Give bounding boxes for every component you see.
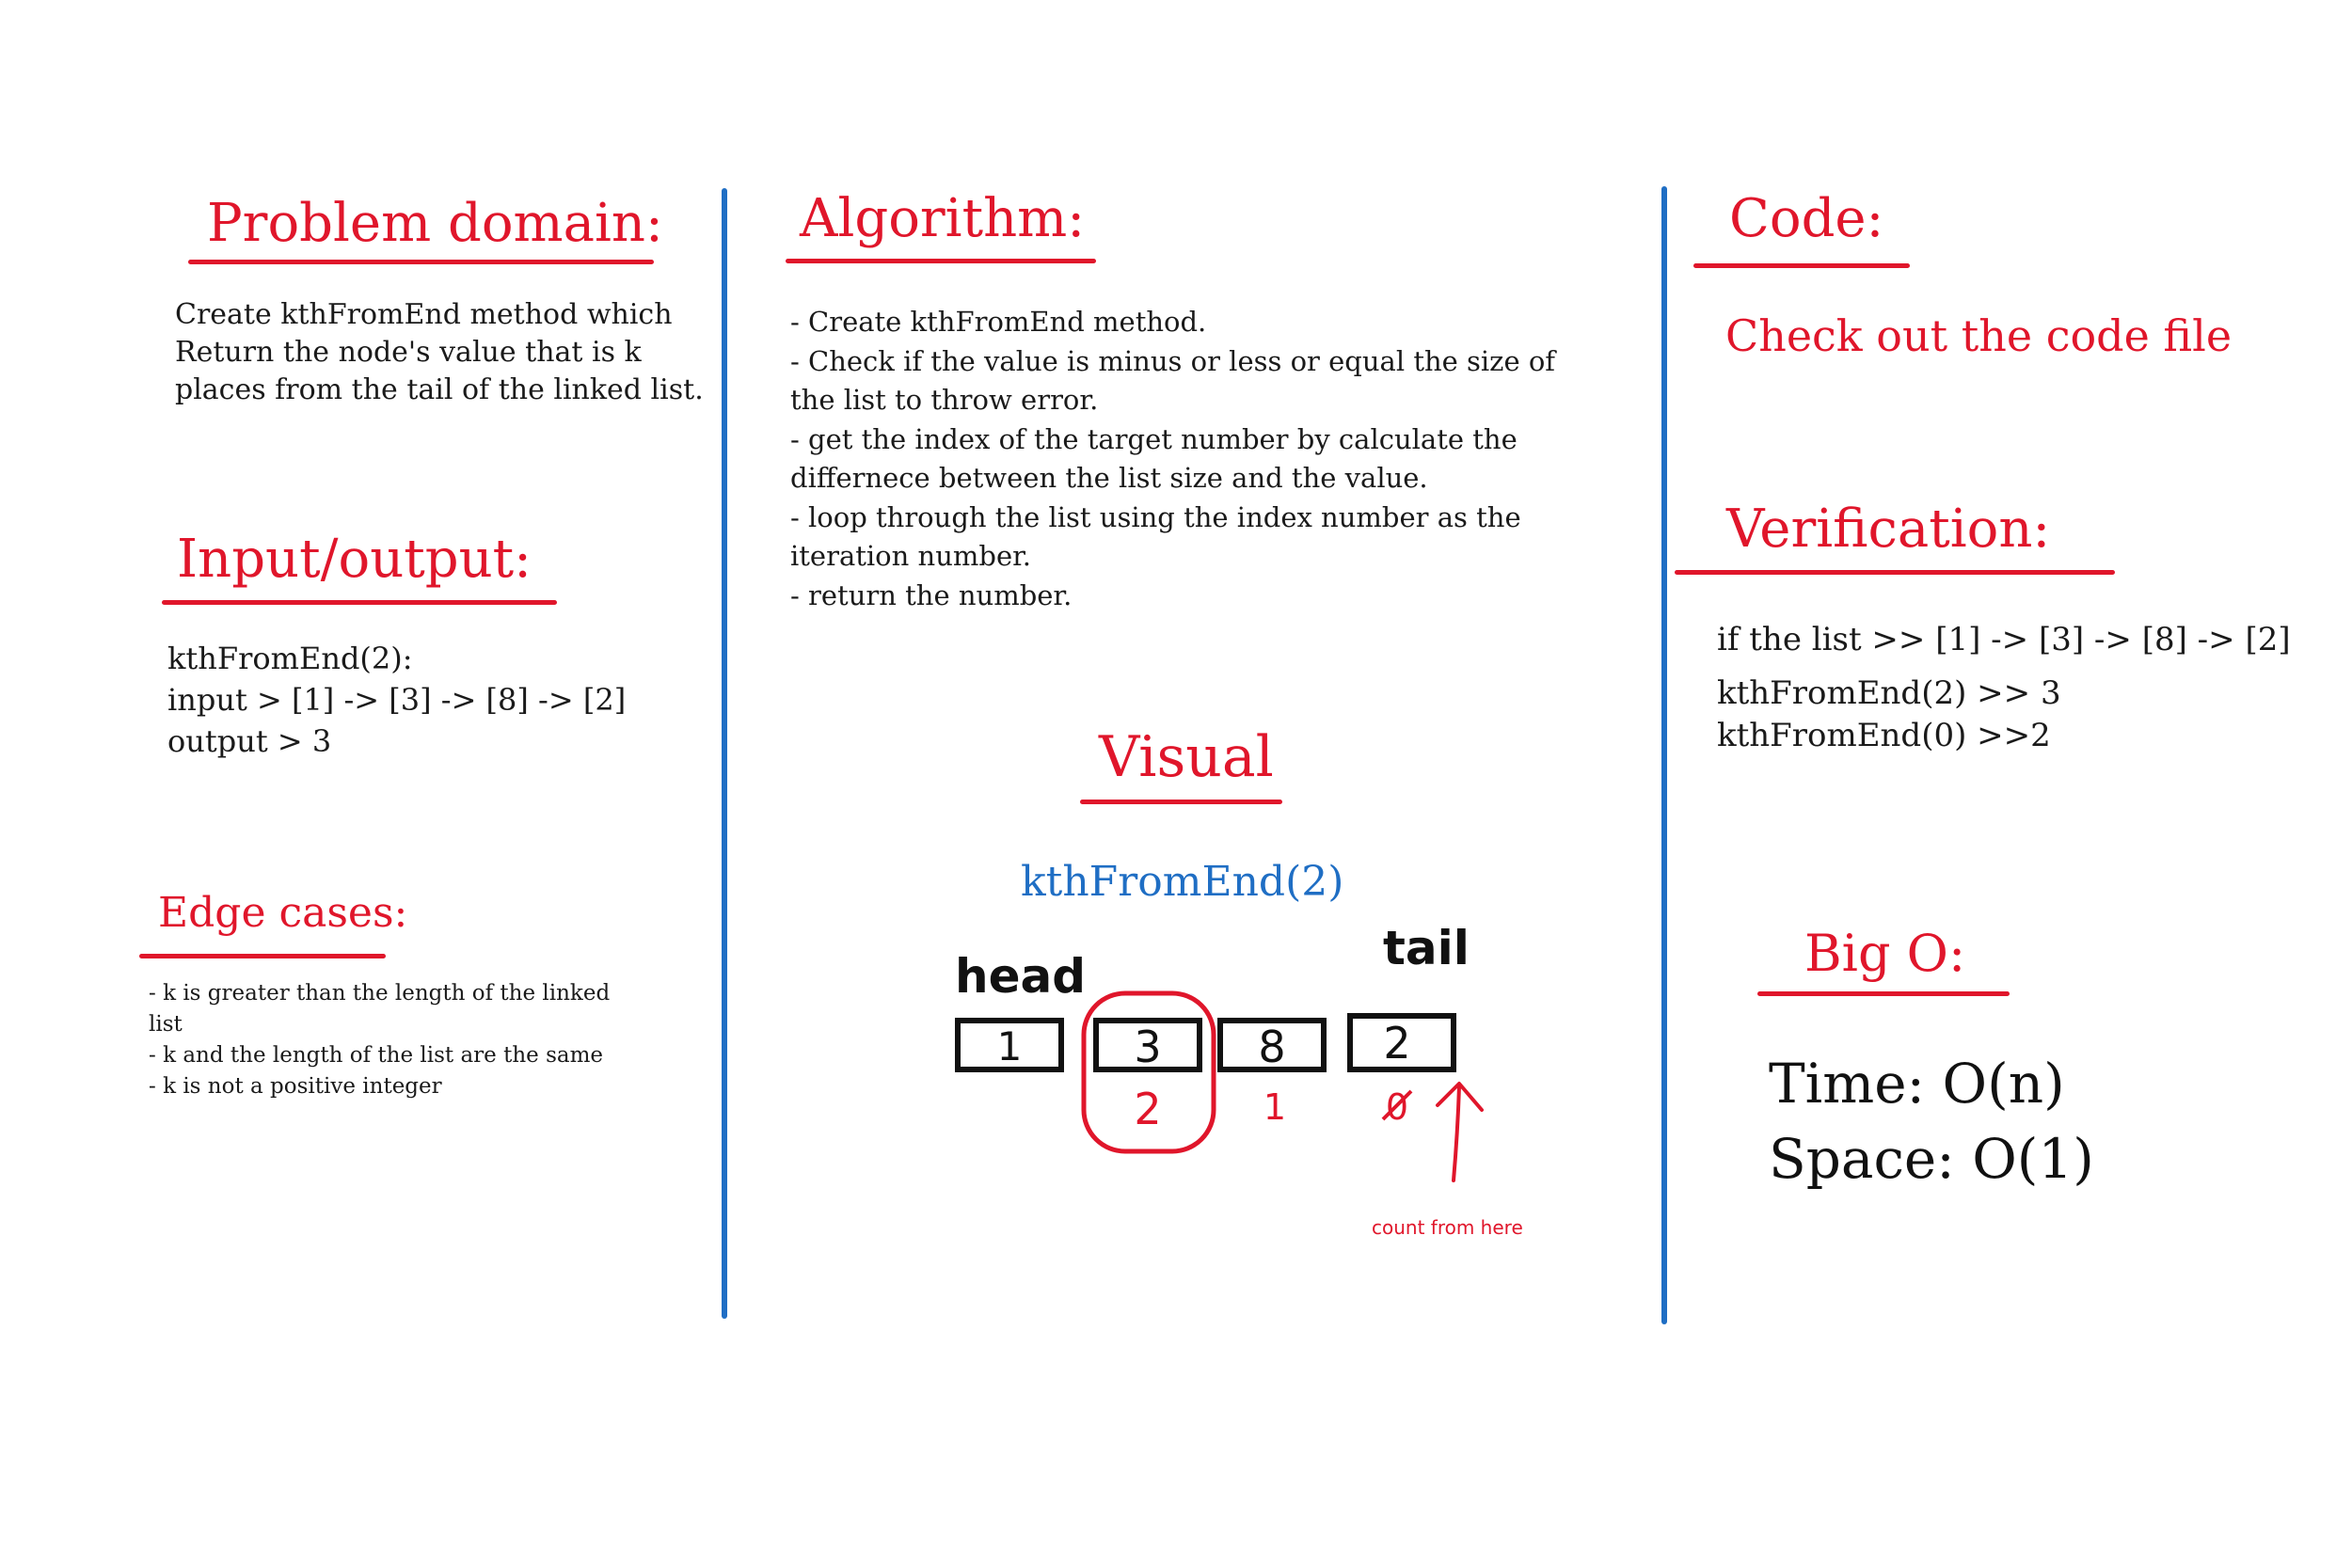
problem-domain-underline	[188, 260, 654, 264]
edge-cases-underline	[139, 954, 386, 958]
node-value-1: 1	[997, 1023, 1023, 1069]
target-highlight-circle	[1081, 990, 1216, 1154]
zero-slash	[1381, 1089, 1413, 1121]
head-label: head	[955, 949, 1086, 1004]
code-note: Check out the code file	[1725, 310, 2233, 361]
input-output-heading: Input/output:	[177, 529, 532, 590]
linked-list-diagram: head tail 1 3 8 2 2 1 0 count from here	[955, 922, 1523, 1239]
edge-cases-text: - k is greater than the length of the li…	[149, 978, 610, 1102]
node-box-2	[1093, 1018, 1202, 1072]
up-arrow-icon	[1436, 1082, 1484, 1182]
problem-domain-text: Create kthFromEnd method which Return th…	[175, 296, 704, 409]
text-line: kthFromEnd(2):	[167, 641, 413, 676]
edge-cases-heading: Edge cases:	[158, 889, 408, 937]
index-label-2: 2	[1134, 1084, 1161, 1134]
node-box-1	[955, 1018, 1064, 1072]
node-box-3	[1217, 1018, 1327, 1072]
text-line: output > 3	[167, 723, 332, 759]
algorithm-underline	[786, 259, 1096, 263]
algorithm-heading: Algorithm:	[800, 188, 1086, 249]
text-line: - Check if the value is minus or less or…	[790, 344, 1556, 377]
node-value-3: 8	[1258, 1022, 1285, 1072]
text-line: Return the node's value that is k	[175, 336, 642, 369]
verification-heading: Verification:	[1726, 499, 2051, 560]
text-line: differnece between the list size and the…	[790, 462, 1428, 494]
text-line: - k is not a positive integer	[149, 1074, 442, 1099]
text-line: - k and the length of the list are the s…	[149, 1043, 603, 1068]
time-complexity: Time: O(n)	[1769, 1052, 2065, 1116]
text-line: - k is greater than the length of the li…	[149, 981, 611, 1006]
text-line: the list to throw error.	[790, 384, 1099, 416]
visual-underline	[1080, 800, 1282, 804]
input-output-underline	[162, 600, 557, 605]
algorithm-text: - Create kthFromEnd method. - Check if t…	[790, 303, 1555, 615]
space-complexity: Space: O(1)	[1769, 1127, 2094, 1191]
verification-underline	[1675, 570, 2115, 575]
text-line: - get the index of the target number by …	[790, 422, 1518, 455]
big-o-underline	[1757, 991, 2010, 996]
text-line: input > [1] -> [3] -> [8] -> [2]	[167, 682, 627, 718]
text-line: kthFromEnd(2) >> 3	[1717, 674, 2061, 712]
index-label-1: 1	[1263, 1086, 1286, 1128]
node-box-4	[1347, 1013, 1456, 1072]
text-line	[1717, 661, 2291, 673]
text-line: - Create kthFromEnd method.	[790, 306, 1207, 338]
big-o-heading: Big O:	[1804, 924, 1966, 983]
node-value-4: 2	[1383, 1018, 1410, 1069]
text-line: places from the tail of the linked list.	[175, 373, 704, 406]
right-column-divider	[1661, 186, 1667, 1324]
input-output-text: kthFromEnd(2): input > [1] -> [3] -> [8]…	[167, 638, 626, 762]
text-line: - loop through the list using the index …	[790, 500, 1521, 533]
problem-domain-heading: Problem domain:	[207, 193, 663, 254]
count-from-here-note: count from here	[1372, 1216, 1523, 1239]
code-heading: Code:	[1729, 188, 1884, 249]
visual-heading: Visual	[1099, 724, 1274, 790]
node-value-2: 3	[1134, 1022, 1161, 1072]
tail-label: tail	[1383, 922, 1470, 975]
text-line: Create kthFromEnd method which	[175, 298, 673, 331]
code-underline	[1693, 263, 1910, 268]
text-line: list	[149, 1012, 183, 1037]
text-line: kthFromEnd(0) >>2	[1717, 717, 2051, 754]
visual-call-label: kthFromEnd(2)	[1021, 858, 1344, 906]
text-line: iteration number.	[790, 540, 1032, 572]
verification-text: if the list >> [1] -> [3] -> [8] -> [2] …	[1717, 619, 2291, 757]
left-column-divider	[722, 188, 727, 1319]
text-line: if the list >> [1] -> [3] -> [8] -> [2]	[1717, 621, 2291, 658]
text-line: - return the number.	[790, 578, 1073, 611]
